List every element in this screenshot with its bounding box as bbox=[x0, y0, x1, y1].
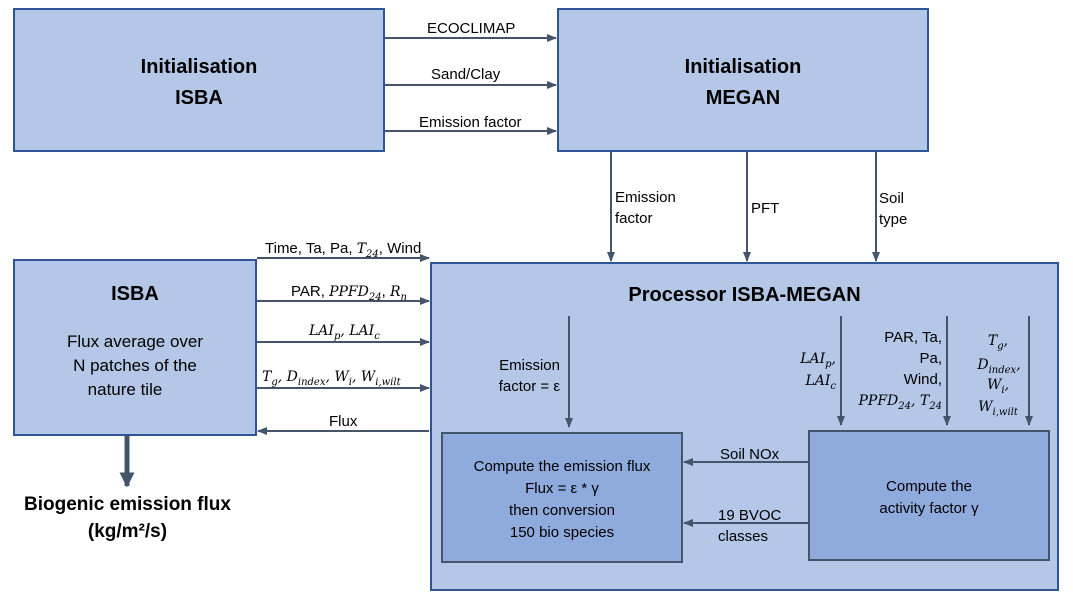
init-isba-box: Initialisation ISBA bbox=[13, 8, 385, 152]
label-soil-nox: Soil NOx bbox=[720, 446, 780, 463]
processor-title: Processor ISBA-MEGAN bbox=[628, 284, 861, 306]
label-bvoc-1: 19 BVOC bbox=[718, 507, 782, 524]
isba-desc-1: Flux average over bbox=[66, 332, 204, 351]
init-isba-subtitle: ISBA bbox=[175, 87, 223, 109]
label-tg: Tg, Dindex, Wi, Wi,wilt bbox=[262, 369, 401, 388]
isba-title: ISBA bbox=[111, 283, 159, 305]
label-emission-factor-top: Emission factor bbox=[419, 114, 522, 131]
output-units: (kg/m²/s) bbox=[87, 521, 168, 542]
label-par: PAR, PPFD24, Rn bbox=[291, 283, 407, 303]
label-emission-eps-1: Emission bbox=[499, 357, 560, 374]
label-bvoc-2: classes bbox=[718, 528, 769, 545]
label-emission-factor-down-1: Emission bbox=[615, 189, 676, 206]
label-tg-vertical-4: Wi,wilt bbox=[978, 399, 1018, 418]
label-par-vertical-2: Pa, bbox=[919, 350, 942, 367]
init-isba-title: Initialisation bbox=[140, 56, 258, 78]
output-title: Biogenic emission flux bbox=[24, 494, 231, 515]
label-soil-type-2: type bbox=[879, 211, 908, 228]
isba-desc-3: nature tile bbox=[87, 380, 163, 399]
label-par-vertical-3: Wind, bbox=[903, 371, 942, 388]
activity-factor-box: Compute the activity factor γ bbox=[808, 430, 1050, 561]
init-megan-subtitle: MEGAN bbox=[705, 87, 781, 109]
label-lai-vertical-2: LAIc bbox=[805, 373, 836, 392]
emission-flux-line-3: then conversion bbox=[509, 502, 615, 519]
label-tg-vertical-1: Tg, bbox=[987, 333, 1009, 352]
emission-flux-box: Compute the emission flux Flux = ε * γ t… bbox=[441, 432, 683, 563]
emission-flux-line-4: 150 bio species bbox=[509, 524, 615, 541]
label-soil-type-1: Soil bbox=[879, 190, 905, 207]
label-emission-eps-2: factor = ε bbox=[498, 378, 560, 395]
init-megan-title: Initialisation bbox=[684, 56, 802, 78]
isba-box: ISBA Flux average over N patches of the … bbox=[13, 259, 257, 436]
init-megan-box: Initialisation MEGAN bbox=[557, 8, 929, 152]
label-time: Time, Ta, Pa, T24, Wind bbox=[265, 240, 422, 260]
label-ecoclimap: ECOCLIMAP bbox=[427, 20, 516, 37]
isba-desc-2: N patches of the bbox=[73, 356, 197, 375]
emission-flux-line-1: Compute the emission flux bbox=[473, 458, 651, 475]
label-lai-vertical-1: LAIp, bbox=[800, 351, 836, 370]
label-flux: Flux bbox=[329, 413, 358, 430]
activity-factor-line-1: Compute the bbox=[886, 478, 972, 495]
label-sand-clay: Sand/Clay bbox=[431, 66, 501, 83]
label-tg-vertical-3: Wi, bbox=[986, 377, 1010, 396]
label-emission-factor-down-2: factor bbox=[615, 210, 653, 227]
label-par-vertical-1: PAR, Ta, bbox=[884, 329, 942, 346]
label-lai: LAIp, LAIc bbox=[309, 323, 380, 342]
emission-flux-line-2: Flux = ε * γ bbox=[525, 480, 599, 497]
label-tg-vertical-2: Dindex, bbox=[977, 357, 1021, 376]
label-par-vertical-4: PPFD24, T24 bbox=[858, 393, 943, 412]
activity-factor-line-2: activity factor γ bbox=[879, 500, 979, 517]
label-pft: PFT bbox=[751, 200, 780, 217]
